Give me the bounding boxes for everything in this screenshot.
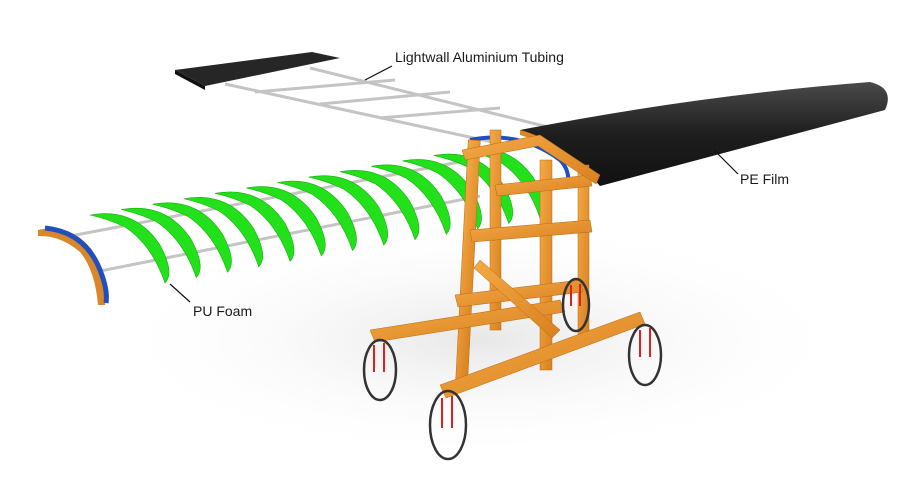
- pe-film-label: PE Film: [740, 171, 789, 187]
- wheel-forks: [373, 284, 651, 428]
- wooden-frame: [369, 129, 646, 399]
- ground-shadow: [100, 220, 860, 460]
- foam-rib: [277, 180, 357, 252]
- pe-film-wing: [520, 82, 888, 186]
- foam-rib: [308, 175, 389, 246]
- film-leader-line: [713, 149, 739, 175]
- foam-rib: [89, 213, 170, 284]
- foam-rib: [371, 164, 451, 235]
- foam-rib: [183, 197, 264, 268]
- foam-rib: [246, 186, 326, 257]
- foam-rib: [339, 170, 420, 241]
- foam-rib: [214, 191, 295, 262]
- tubing-leader-line: [364, 65, 393, 81]
- tubing-label: Lightwall Aluminium Tubing: [395, 49, 564, 65]
- foam-rib: [152, 202, 232, 273]
- foam-leader-line: [169, 283, 191, 303]
- tail-plane: [175, 52, 340, 86]
- wingtip-spar: [44, 225, 109, 304]
- pu-foam-label: PU Foam: [193, 303, 253, 319]
- wheels: [362, 277, 663, 461]
- foam-rib: [121, 207, 201, 279]
